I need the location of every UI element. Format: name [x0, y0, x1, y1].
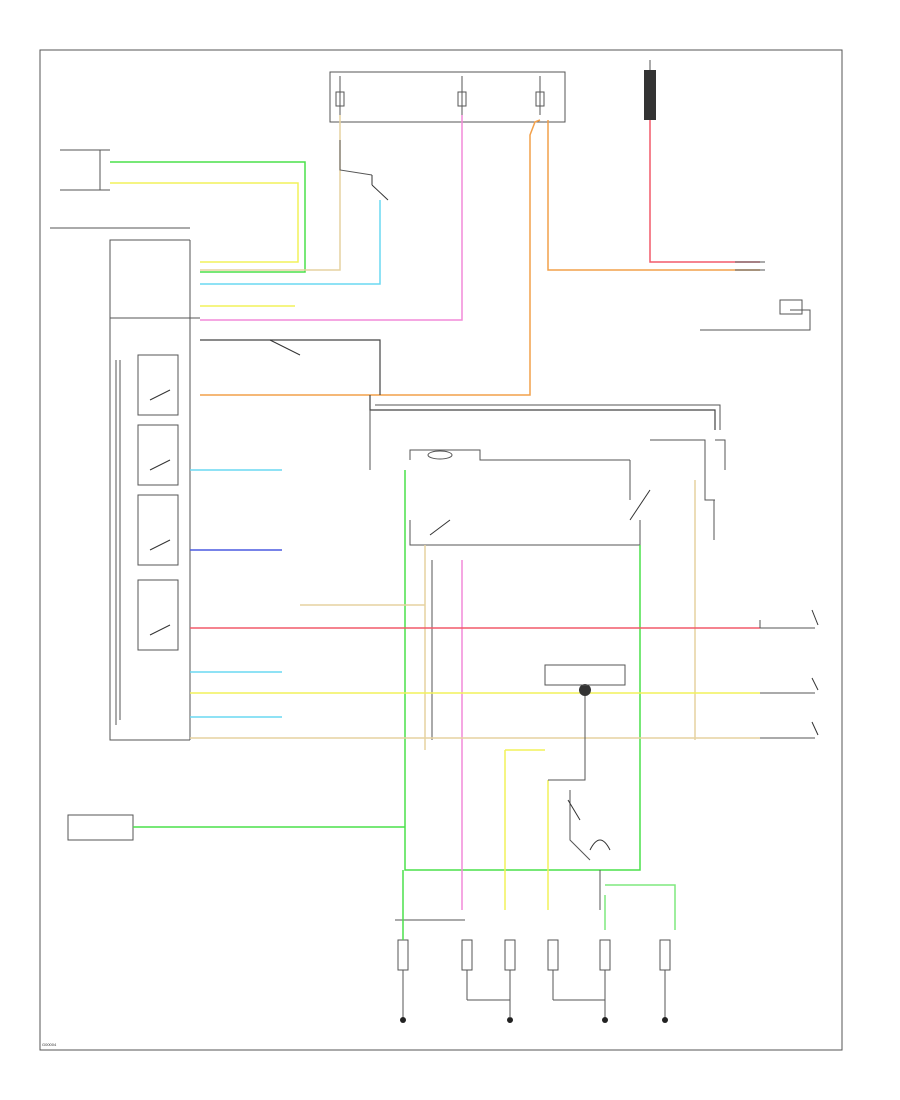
switch-blade-icon: [811, 677, 819, 691]
green-wire: [404, 470, 641, 871]
lamp-socket-icon: [461, 939, 473, 971]
ground-icon: [602, 1017, 608, 1023]
switch-box: [137, 354, 179, 416]
green-wire: [605, 884, 676, 930]
indicator-lamp-icon: [579, 684, 591, 696]
ground-icon: [400, 1017, 406, 1023]
fuse-icon: [535, 91, 545, 107]
footer-code: G00004: [42, 1042, 57, 1047]
switch-blade-icon: [149, 389, 171, 401]
diagram-border: [39, 49, 843, 1051]
switch-box: [137, 494, 179, 566]
relay-coil-line: [409, 449, 630, 461]
black-bus: [375, 404, 721, 430]
ground-icon: [662, 1017, 668, 1023]
switch-blade-icon: [811, 609, 819, 626]
pink-wire: [200, 115, 463, 321]
module-outline: [109, 239, 190, 741]
switch-blade-icon: [371, 184, 389, 201]
switch-box: [137, 579, 179, 651]
orange-wire: [547, 120, 760, 271]
ground-icon: [507, 1017, 513, 1023]
black-wire: [200, 339, 381, 395]
lamp-module-box: [544, 664, 626, 686]
flasher-coil-icon: [589, 839, 611, 851]
green-wire: [110, 161, 306, 273]
tan-wire: [200, 115, 341, 271]
lamp-socket-icon: [397, 939, 409, 971]
switch-blade-icon: [149, 459, 171, 471]
switch-blade-icon: [149, 539, 171, 551]
lamp-row: [397, 939, 671, 971]
cyan-wire: [200, 200, 381, 285]
fusible-link-icon: [644, 70, 656, 120]
lamp-socket-icon: [659, 939, 671, 971]
fuse-icon: [335, 91, 345, 107]
orange-wire: [200, 119, 541, 396]
switch-blade-icon: [811, 721, 819, 736]
black-wire: [548, 760, 586, 781]
switch-box: [137, 424, 179, 486]
relay-line: [715, 439, 726, 470]
red-wire: [649, 120, 760, 263]
switch-blade-icon: [629, 489, 651, 521]
switch-blade-icon: [429, 519, 451, 536]
lamp-socket-icon: [504, 939, 516, 971]
yellow-wire: [110, 182, 299, 263]
top-right-box: [700, 309, 811, 331]
fuse-icon: [457, 91, 467, 107]
fuse-block-box: [329, 71, 566, 123]
coil-icon: [427, 450, 453, 460]
black-wire: [339, 140, 373, 176]
relay-line: [650, 439, 715, 501]
flasher-switch-line: [569, 790, 591, 861]
lamp-socket-icon: [547, 939, 559, 971]
black-bus: [369, 395, 716, 430]
resistor-box: [779, 299, 803, 315]
relay-box-outline: [409, 520, 641, 546]
data-link-connector-box: [67, 814, 134, 841]
switch-blade-icon: [567, 799, 581, 821]
switch-blade-icon: [269, 339, 301, 356]
lamp-socket-icon: [599, 939, 611, 971]
switch-blade-icon: [149, 624, 171, 636]
